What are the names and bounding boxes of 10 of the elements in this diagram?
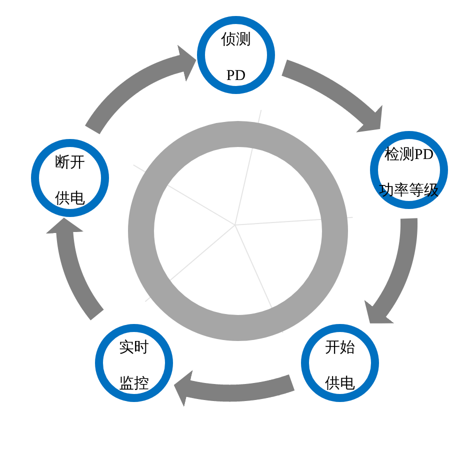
step-circle [197,16,275,94]
step-label: 断开供电 [54,154,86,209]
step-circle [301,324,379,402]
step-circle [95,324,173,402]
step-label: 开始供电 [324,339,356,394]
curved-arrow [46,218,106,324]
step-circle [31,139,109,217]
step-label: 实时监控 [118,338,150,394]
step-circle [370,131,448,209]
step-label: 侦测PD [220,30,252,86]
